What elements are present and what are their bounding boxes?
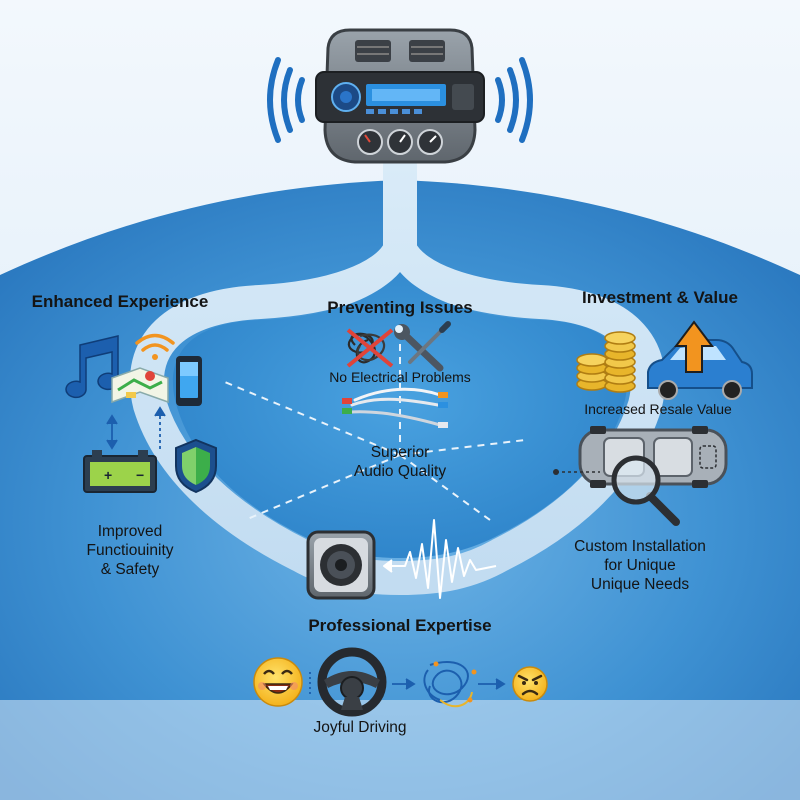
svg-text:−: −: [136, 467, 144, 483]
car-stereo-dashboard-icon: [315, 28, 485, 164]
svg-text:+: +: [104, 467, 112, 483]
audio-waveform-icon: [383, 519, 497, 599]
wifi-icon: [135, 333, 175, 360]
preventing-issues-subtitle: No Electrical Problems: [329, 369, 471, 385]
coins-icon: [576, 331, 636, 393]
car-battery-icon: + −: [83, 450, 157, 493]
fade-bottom: [0, 700, 800, 800]
car-top-view-icon: [553, 426, 728, 488]
music-note-icon: [65, 335, 119, 399]
dashed-spokes: [219, 330, 526, 521]
caption-line: & Safety: [100, 561, 160, 578]
speaker-icon: [306, 530, 376, 600]
enhanced-experience-title: Enhanced Experience: [31, 292, 209, 311]
tangled-wires-icon: [346, 328, 394, 368]
flow-arrows: [309, 672, 506, 694]
investment-value-title: Investment & Value: [582, 288, 738, 307]
magnifier-icon: [611, 455, 680, 526]
caption-line: Audio Quality: [353, 463, 447, 480]
tangled-cable-icon: [423, 661, 477, 708]
steering-wheel-icon: [317, 647, 387, 717]
angry-face-icon: [512, 666, 548, 702]
professional-expertise-caption: Joyful Driving: [313, 719, 407, 736]
preventing-issues-caption: Superior Audio Quality: [300, 443, 500, 481]
sound-wave-icon: [267, 57, 533, 143]
professional-expertise-title: Professional Expertise: [308, 616, 492, 635]
caption-line: Functiouinity: [86, 542, 174, 559]
smartphone-icon: [176, 356, 202, 406]
investment-value-subtitle: Increased Resale Value: [584, 401, 732, 417]
shield-icon: [175, 438, 217, 494]
investment-value-caption: Custom Installation for Unique Unique Ne…: [545, 537, 735, 594]
enhanced-experience-caption: Improved Functiouinity & Safety: [60, 522, 200, 579]
happy-face-icon: [253, 657, 303, 707]
caption-line: Superior: [370, 444, 430, 461]
road-path: [129, 148, 666, 595]
caption-line: Improved: [97, 523, 163, 540]
wrench-screwdriver-icon: [394, 321, 451, 372]
up-arrow-icon: [674, 320, 714, 373]
map-icon: [111, 367, 169, 404]
caption-line: Unique Needs: [590, 576, 690, 593]
caption-line: for Unique: [604, 557, 676, 574]
caption-line: Custom Installation: [574, 538, 706, 555]
link-arrows: [106, 406, 166, 452]
preventing-issues-title: Preventing Issues: [327, 298, 473, 317]
audio-cables-icon: [342, 387, 448, 428]
